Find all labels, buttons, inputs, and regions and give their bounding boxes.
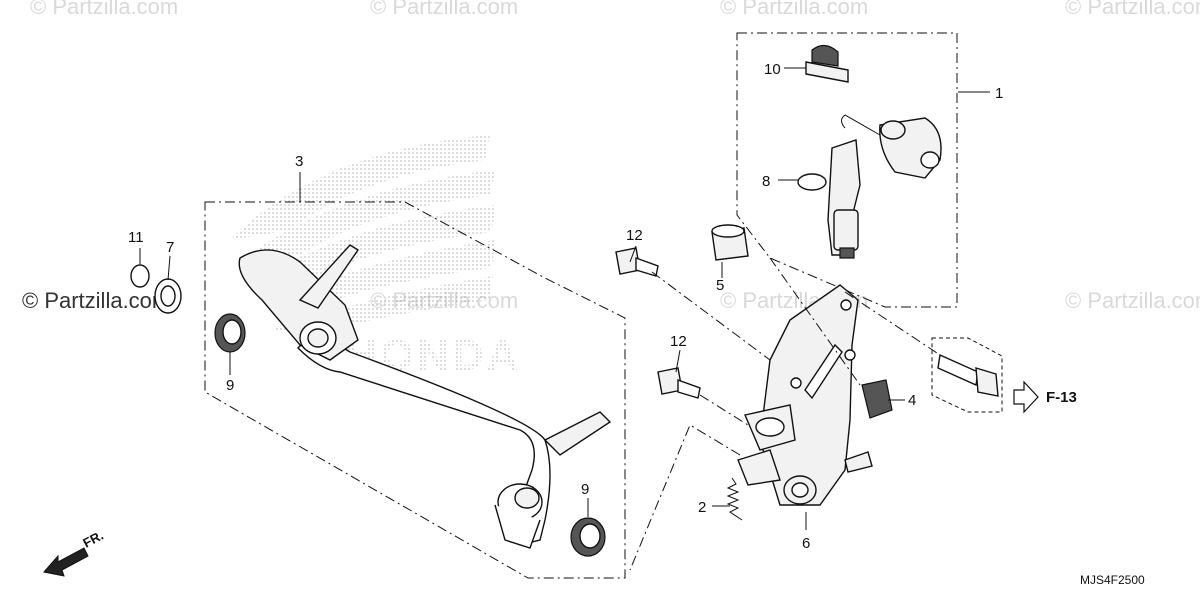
callout-layer: 1 2 3 4 5 6 7 8 9 9 10 11 12 12 <box>128 61 1003 552</box>
callout-12: 12 <box>670 333 687 350</box>
diagram-code: MJS4F2500 <box>1080 573 1145 587</box>
arrow-right-icon <box>1013 380 1039 414</box>
callout-10: 10 <box>764 61 781 78</box>
return-spring <box>726 477 743 521</box>
callout-6: 6 <box>802 535 810 552</box>
spring-holder <box>861 379 893 419</box>
assembly-boundaries <box>204 32 1003 579</box>
leader-lines <box>139 67 990 530</box>
circlip <box>130 264 150 288</box>
washer <box>154 278 182 314</box>
reference-label: F-13 <box>1046 389 1077 406</box>
callout-5: 5 <box>716 277 724 294</box>
watermark: © Partzilla.com <box>30 0 178 19</box>
callout-4: 4 <box>908 392 916 409</box>
reference-arrow[interactable]: F-13 <box>1013 380 1077 414</box>
front-arrow-icon <box>43 547 89 577</box>
brake-pedal <box>238 244 612 549</box>
pedal-pivot-bracket <box>737 284 873 506</box>
dust-seal-lower <box>570 517 606 557</box>
pivot-bolt <box>937 353 999 397</box>
callout-3: 3 <box>295 153 303 170</box>
callout-8: 8 <box>762 173 770 190</box>
watermark: © Partzilla.com <box>720 0 868 19</box>
watermark: © Partzilla.com <box>1065 288 1200 313</box>
flange-bolt-lower <box>657 367 701 399</box>
callout-9: 9 <box>226 377 234 394</box>
front-label: FR. <box>80 528 106 551</box>
watermark: © Partzilla.com <box>22 288 170 313</box>
watermark: © Partzilla.com <box>1065 0 1200 19</box>
callout-9: 9 <box>581 481 589 498</box>
wire-clamp <box>805 44 849 83</box>
clip-ring <box>797 173 827 191</box>
callout-11: 11 <box>128 229 144 246</box>
watermark-layer: © Partzilla.com © Partzilla.com © Partzi… <box>22 0 1200 313</box>
callout-2: 2 <box>698 499 706 516</box>
brake-light-switch <box>827 114 942 259</box>
assembly-lines <box>651 257 941 426</box>
callout-7: 7 <box>166 239 174 256</box>
collar <box>711 224 749 261</box>
callout-12: 12 <box>626 227 643 244</box>
front-direction-indicator: FR. <box>43 528 106 577</box>
flange-bolt-upper <box>615 247 659 277</box>
callout-1: 1 <box>995 85 1003 102</box>
dust-seal-upper <box>214 313 246 353</box>
watermark: © Partzilla.com <box>370 0 518 19</box>
